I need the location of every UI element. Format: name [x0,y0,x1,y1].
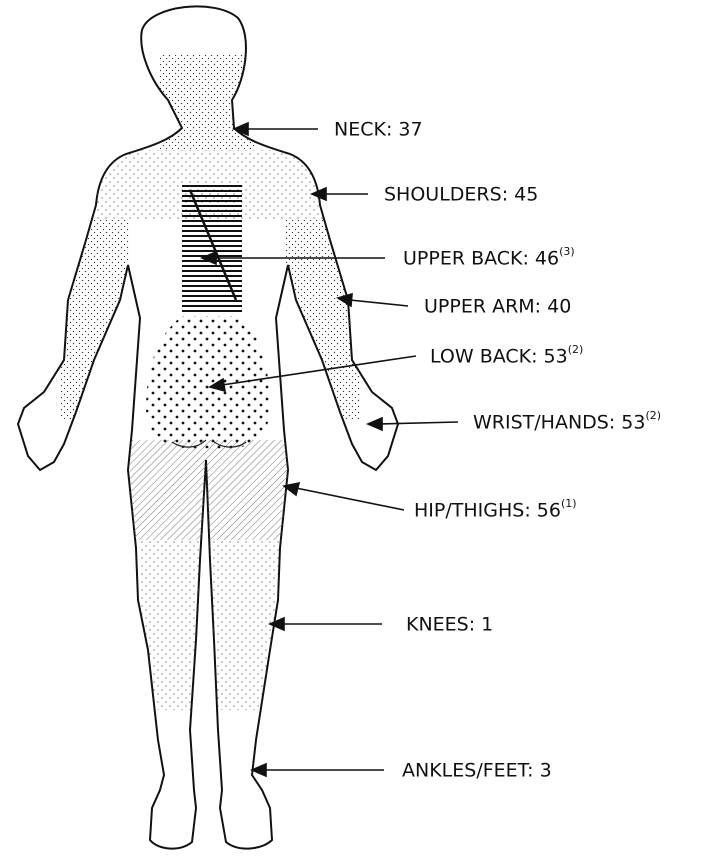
right-arm-shading [285,220,360,420]
hip-thighs-label: HIP/THIGHS: 56(1) [414,500,577,520]
low-back-label: LOW BACK: 53(2) [430,346,583,366]
upper-arm-arrow [338,294,408,306]
knees-arrow [270,618,382,630]
shoulders-label-text: SHOULDERS: 45 [384,183,538,205]
wrist-hands-label-note: (2) [645,409,661,422]
low-back-label-note: (2) [568,343,584,356]
knees-label-text: KNEES: 1 [406,613,493,635]
hip-thighs-arrow [284,483,404,510]
wrist-hands-arrow [368,418,458,430]
low-back-label-text: LOW BACK: 53 [430,345,568,367]
upper-back-label-text: UPPER BACK: 46 [403,247,559,269]
shoulders-label: SHOULDERS: 45 [384,184,538,204]
hip-thighs-label-note: (1) [561,497,577,510]
wrist-hands-label-text: WRIST/HANDS: 53 [473,411,645,433]
shoulders-arrow [312,188,368,200]
wrist-hands-label: WRIST/HANDS: 53(2) [473,412,661,432]
neck-label: NECK: 37 [334,119,423,139]
hip-thigh-shading [130,440,290,540]
ankles-feet-label-text: ANKLES/FEET: 3 [402,759,552,781]
ankles-feet-label: ANKLES/FEET: 3 [402,760,552,780]
neck-arrow [234,123,318,135]
upper-arm-label-text: UPPER ARM: 40 [424,295,571,317]
upper-back-label-note: (3) [559,245,575,258]
upper-arm-label: UPPER ARM: 40 [424,296,571,316]
hip-thighs-label-text: HIP/THIGHS: 56 [414,499,561,521]
upper-back-label: UPPER BACK: 46(3) [403,248,575,268]
neck-label-text: NECK: 37 [334,118,423,140]
low-back-shading [146,316,270,449]
knees-label: KNEES: 1 [406,614,493,634]
neck-shading [160,55,255,150]
left-arm-shading [60,220,130,420]
ankles-feet-arrow [252,764,384,776]
